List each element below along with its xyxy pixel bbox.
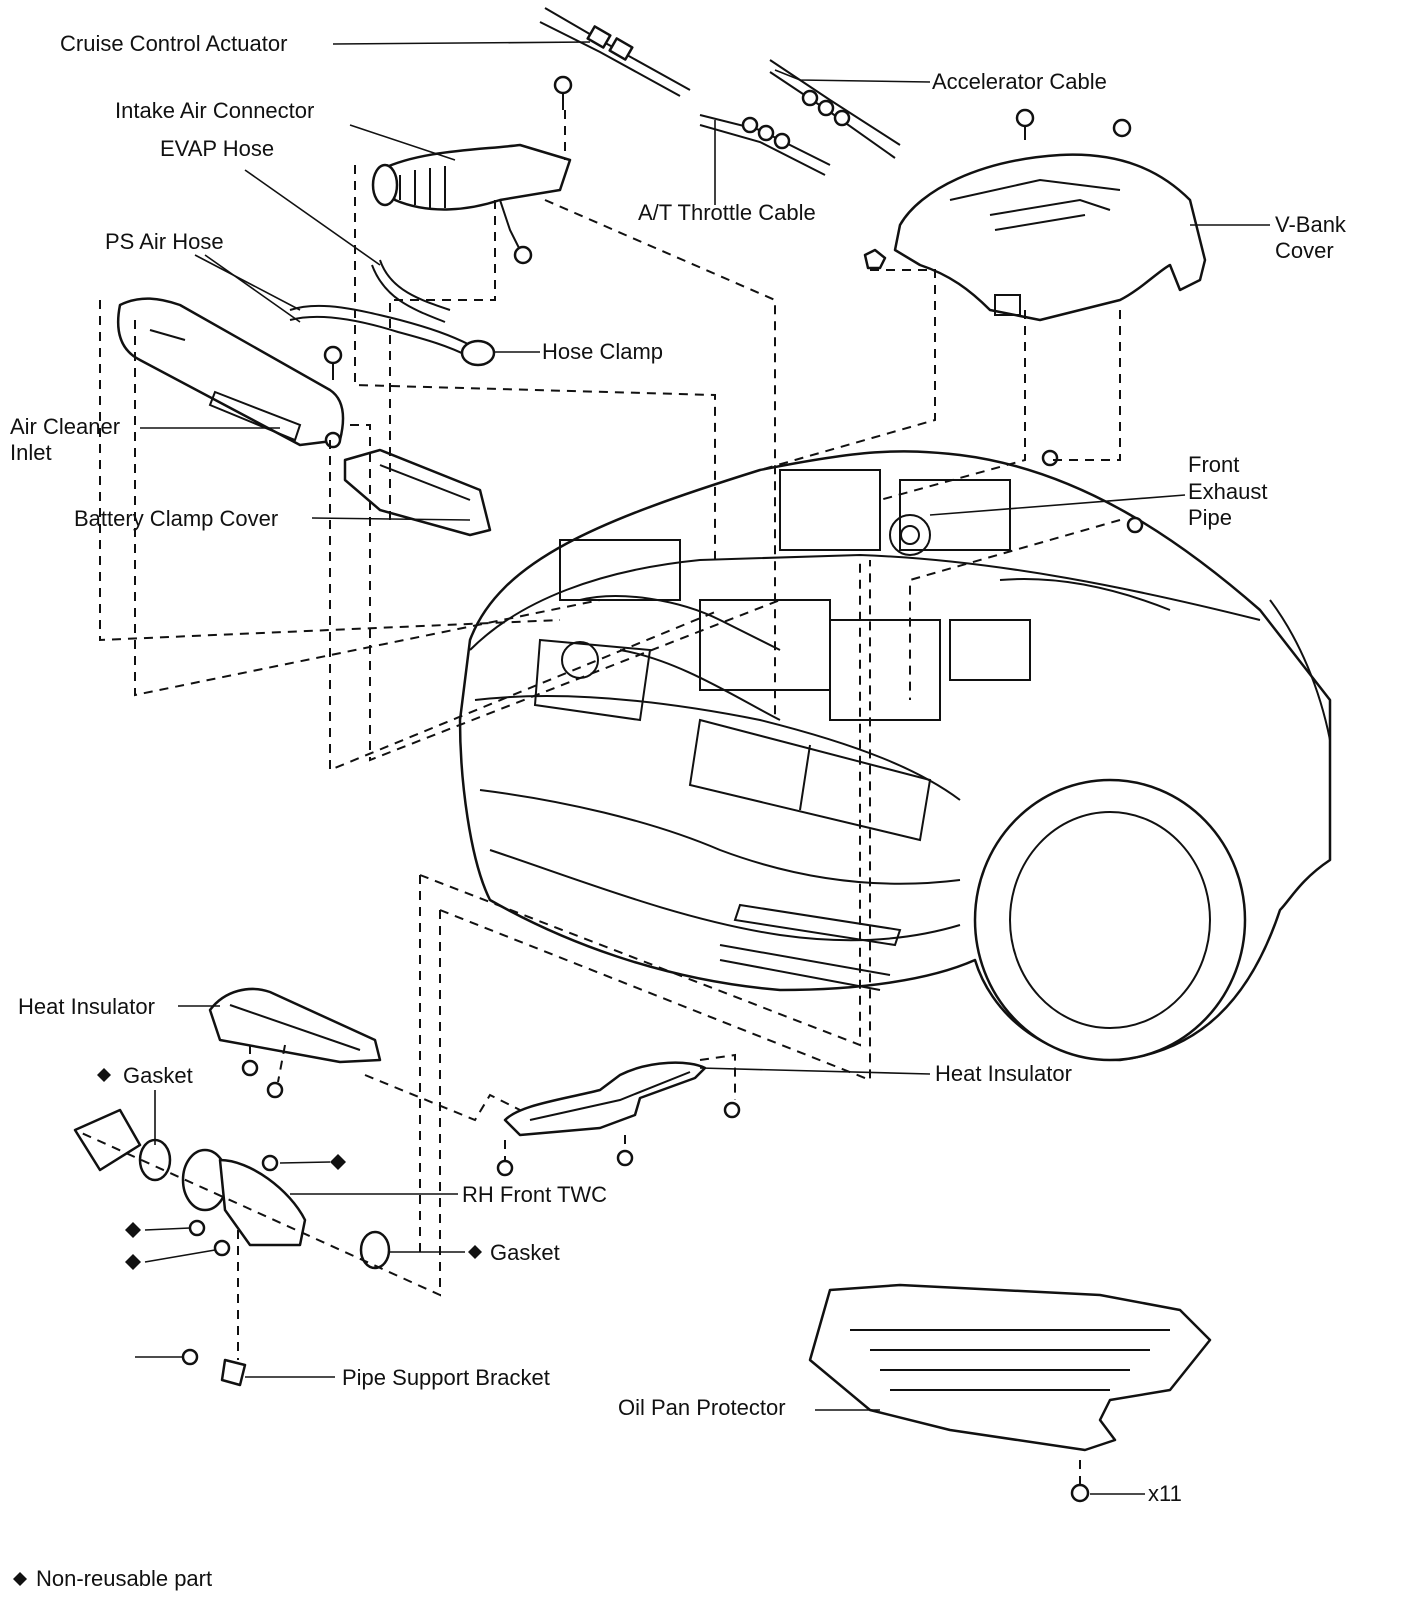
label-v-bank-cover-line1: V-Bank <box>1275 212 1346 237</box>
label-pipe-support-bracket: Pipe Support Bracket <box>342 1365 550 1390</box>
label-v-bank-cover-line2: Cover <box>1275 238 1334 263</box>
label-ps-air-hose: PS Air Hose <box>105 229 224 254</box>
label-evap-hose: EVAP Hose <box>160 136 275 161</box>
diamond-icon <box>13 1572 27 1586</box>
battery-clamp-cover <box>343 448 492 537</box>
v-bank-cover <box>893 153 1207 322</box>
label-intake-air-connector: Intake Air Connector <box>115 98 315 123</box>
label-front-exhaust-pipe-line3: Pipe <box>1188 505 1233 530</box>
bolts-upper <box>323 75 1144 534</box>
cables <box>539 7 901 176</box>
diamond-icon <box>125 1222 141 1238</box>
label-heat-insulator-right: Heat Insulator <box>935 1061 1072 1086</box>
label-heat-insulator-left: Heat Insulator <box>18 994 155 1019</box>
label-rh-front-twc: RH Front TWC <box>462 1182 608 1207</box>
leader-lines <box>135 41 1270 1495</box>
air-cleaner-inlet <box>116 297 345 447</box>
label-front-exhaust-pipe-line2: Exhaust <box>1188 479 1268 504</box>
front-twc-assembly <box>73 1059 741 1387</box>
label-gasket-upper: Gasket <box>123 1063 193 1088</box>
diamond-icon <box>125 1254 141 1270</box>
label-bolt-count: x11 <box>1148 1481 1182 1506</box>
intake-air-connector <box>371 143 572 265</box>
heat-insulators <box>208 987 707 1137</box>
label-cruise-control-actuator: Cruise Control Actuator <box>60 31 288 56</box>
label-battery-clamp-cover: Battery Clamp Cover <box>74 506 279 531</box>
label-front-exhaust-pipe-line1: Front <box>1188 452 1240 477</box>
label-oil-pan-protector: Oil Pan Protector <box>618 1395 786 1420</box>
label-gasket-lower: Gasket <box>490 1240 560 1265</box>
label-hose-clamp: Hose Clamp <box>542 339 664 364</box>
vehicle-front-end <box>458 450 1332 1062</box>
label-air-cleaner-inlet-line1: Air Cleaner <box>10 414 121 439</box>
oil-pan-protector <box>808 1283 1212 1503</box>
diamond-icon <box>330 1154 346 1170</box>
legend-non-reusable-part: Non-reusable part <box>36 1566 213 1591</box>
diamond-icon <box>97 1068 111 1082</box>
label-at-throttle-cable: A/T Throttle Cable <box>638 200 816 225</box>
assembly-lines <box>74 110 1121 1485</box>
non-reusable-markers <box>13 1068 482 1586</box>
label-air-cleaner-inlet-line2: Inlet <box>10 440 52 465</box>
hoses <box>289 259 496 367</box>
diamond-icon <box>468 1245 482 1259</box>
label-accelerator-cable: Accelerator Cable <box>932 69 1107 94</box>
